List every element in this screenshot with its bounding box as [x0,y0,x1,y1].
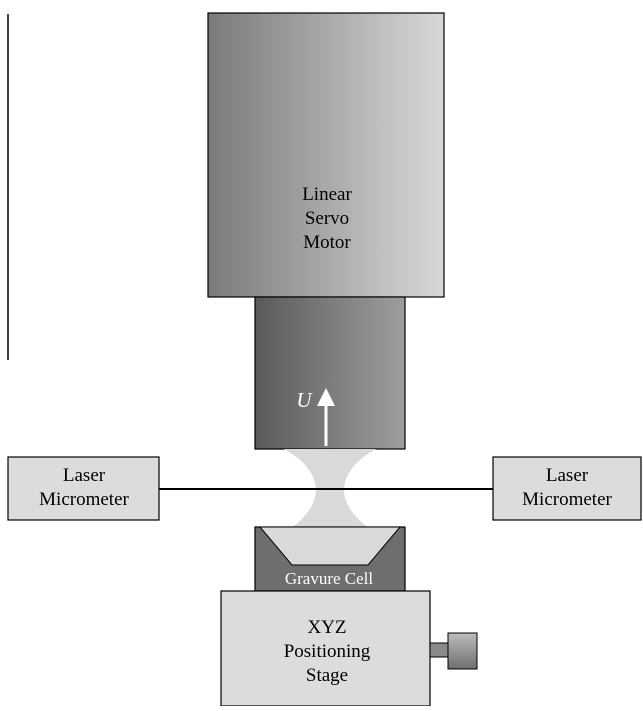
stage-body [220,590,431,707]
plunger: U [254,296,406,450]
gravure-cell-label: Gravure Cell [285,569,374,588]
stage-knob [447,632,478,670]
xyz-positioning-stage: XYZ Positioning Stage [220,590,478,707]
gravure-cell-cavity [258,526,402,566]
stage-knob-shaft [429,642,449,658]
motor-label-line-3: Motor [303,232,351,253]
laser-micrometer-left-line-2: Micrometer [39,489,129,510]
laser-micrometer-right: Laser Micrometer [492,456,642,521]
stage-label-line-2: Positioning [284,641,371,662]
velocity-arrow-head [317,388,335,406]
laser-micrometer-left-line-1: Laser [63,465,106,486]
laser-micrometer-left: Laser Micrometer [7,456,160,521]
velocity-label: U [296,388,313,412]
stage-label-line-1: XYZ [307,617,346,638]
laser-micrometer-right-box [492,456,642,521]
stage-label-line-3: Stage [306,665,348,686]
laser-micrometer-right-line-2: Micrometer [522,489,612,510]
gravure-cell: Gravure Cell [254,526,406,592]
motor-body [207,12,445,298]
linear-servo-motor: Linear Servo Motor [207,12,445,298]
laser-micrometer-left-box [7,456,160,521]
motor-label-line-1: Linear [302,184,352,205]
liquid-bridge [284,449,376,533]
plunger-body [254,296,406,450]
motor-label-line-2: Servo [305,208,349,229]
laser-micrometer-right-line-1: Laser [546,465,589,486]
